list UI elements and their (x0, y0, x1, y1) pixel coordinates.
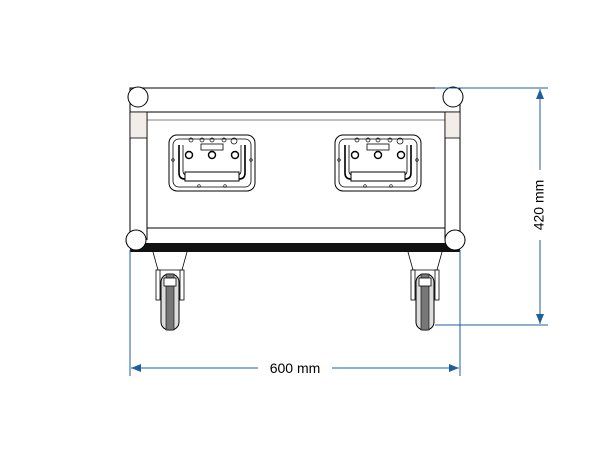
width-dimension (129, 250, 461, 376)
corner-bottom-left (125, 229, 147, 251)
height-label: 420 mm (531, 180, 547, 231)
handle-right (334, 134, 422, 192)
corner-top-left (127, 86, 149, 108)
corner-bottom-right (444, 229, 466, 251)
height-dimension (435, 87, 548, 326)
handle-left (168, 134, 256, 192)
wheel-right (407, 251, 443, 331)
width-label: 600 mm (270, 360, 321, 376)
corner-top-right (442, 86, 464, 108)
wheel-left (152, 251, 188, 331)
